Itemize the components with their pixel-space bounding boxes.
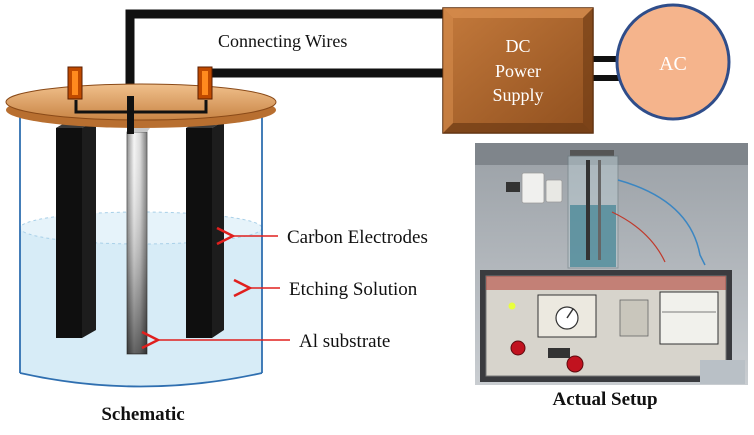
substrate-holder <box>127 96 134 134</box>
label-al-substrate: Al substrate <box>299 331 390 352</box>
wires-label: Connecting Wires <box>218 31 347 51</box>
actual-setup-photo <box>475 143 748 385</box>
label-carbon-electrodes: Carbon Electrodes <box>287 227 428 248</box>
power-supply-line-3: Supply <box>492 85 543 105</box>
dc-power-supply: DC Power Supply <box>442 7 594 134</box>
caption-actual-setup: Actual Setup <box>552 389 657 410</box>
connecting-wires <box>125 9 622 98</box>
label-etching-solution: Etching Solution <box>289 279 418 300</box>
electrode-clamp-right <box>197 66 213 100</box>
carbon-electrode-left <box>56 120 96 338</box>
wire-top <box>125 9 450 98</box>
electrode-clamp-left <box>67 66 83 100</box>
power-supply-line-2: Power <box>495 61 541 81</box>
ac-source: AC <box>615 3 731 121</box>
ac-label: AC <box>659 53 687 75</box>
lid-bus-wire <box>74 100 208 114</box>
etching-cell-schematic <box>5 66 277 388</box>
al-substrate <box>126 128 150 355</box>
caption-schematic: Schematic <box>101 404 184 425</box>
power-supply-line-1: DC <box>505 36 530 56</box>
beaker-lid <box>5 83 277 128</box>
carbon-electrode-right <box>186 121 224 338</box>
